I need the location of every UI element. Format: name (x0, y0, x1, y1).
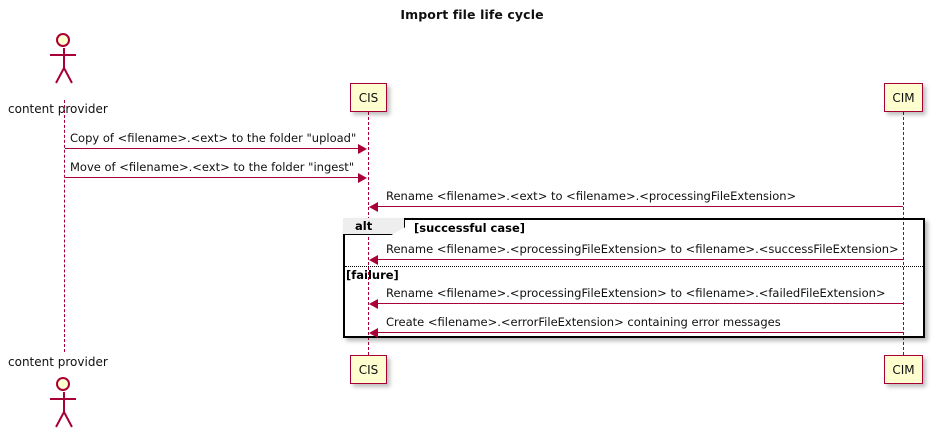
actor-label-top: content provider (8, 102, 108, 116)
message-label-4: Rename <filename>.<processingFileExtensi… (386, 242, 899, 256)
message-line-6 (378, 332, 903, 333)
message-line-2 (65, 177, 359, 178)
message-arrowhead-2 (358, 172, 367, 183)
actor-body-icon (62, 48, 65, 69)
actor-content-provider-bottom[interactable] (47, 377, 81, 429)
actor-leg-right-icon (63, 67, 73, 84)
message-line-4 (378, 259, 903, 260)
actor-arms-icon (50, 54, 76, 56)
actor-content-provider-top[interactable] (47, 33, 81, 85)
alt-operator-tab: alt (343, 218, 405, 235)
message-line-1 (65, 148, 359, 149)
alt-fragment-frame (343, 218, 925, 338)
message-line-5 (378, 303, 903, 304)
message-label-5: Rename <filename>.<processingFileExtensi… (386, 286, 886, 300)
participant-cis-top[interactable]: CIS (350, 83, 387, 112)
message-label-6: Create <filename>.<errorFileExtension> c… (386, 315, 781, 329)
alt-guard-successful-case: [successful case] (414, 221, 526, 235)
page-title: Import file life cycle (400, 7, 544, 22)
participant-cis-bottom[interactable]: CIS (350, 355, 387, 384)
alt-else-divider (345, 266, 923, 267)
message-arrowhead-1 (358, 143, 367, 154)
actor-body-icon (62, 392, 65, 413)
message-arrowhead-3 (369, 201, 378, 212)
actor-head-icon (56, 33, 70, 47)
lifeline-content-provider (64, 100, 65, 352)
actor-head-icon (56, 377, 70, 391)
message-label-2: Move of <filename>.<ext> to the folder "… (70, 160, 355, 174)
message-arrowhead-6 (369, 327, 378, 338)
message-label-3: Rename <filename>.<ext> to <filename>.<p… (386, 189, 797, 203)
participant-cim-bottom[interactable]: CIM (884, 355, 923, 384)
message-label-1: Copy of <filename>.<ext> to the folder "… (70, 131, 357, 145)
actor-label-bottom: content provider (8, 355, 108, 369)
message-line-3 (378, 206, 903, 207)
lifeline-cim (903, 112, 904, 355)
participant-cim-top[interactable]: CIM (884, 83, 923, 112)
actor-arms-icon (50, 398, 76, 400)
actor-leg-right-icon (63, 411, 73, 428)
message-arrowhead-5 (369, 298, 378, 309)
message-arrowhead-4 (369, 254, 378, 265)
alt-guard-failure: [failure] (346, 268, 399, 282)
